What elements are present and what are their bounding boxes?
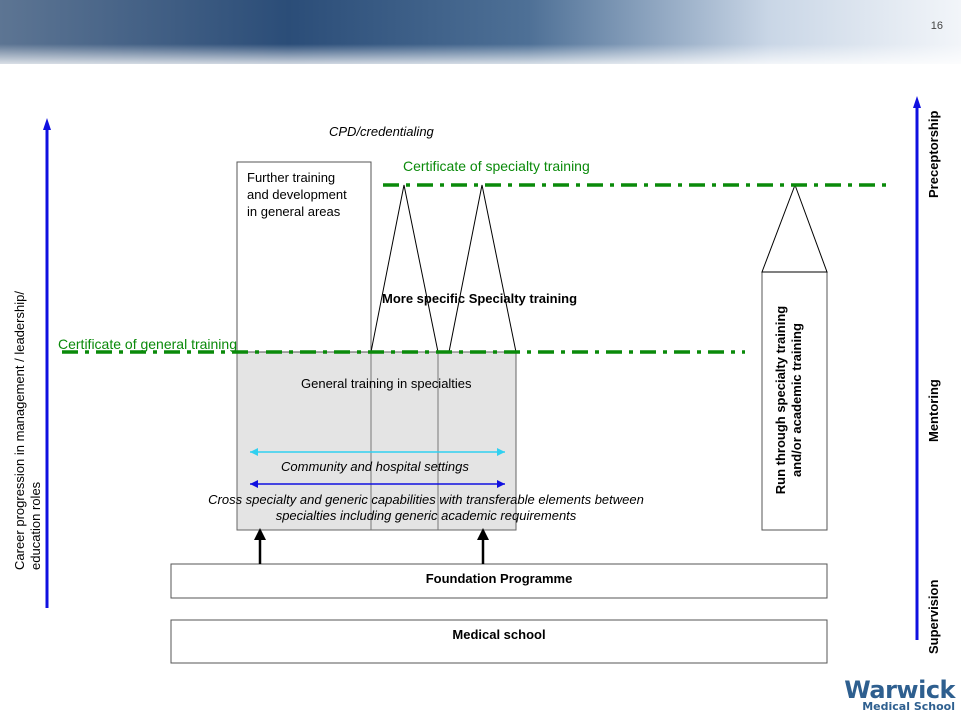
cpd-label: CPD/credentialing bbox=[329, 124, 434, 139]
preceptorship-label: Preceptorship bbox=[926, 110, 941, 198]
community-arrow-head-right bbox=[497, 448, 505, 456]
foundation-up-arrow-2-head bbox=[477, 528, 489, 540]
career-progression-arrow-head bbox=[43, 118, 51, 130]
further-training-box bbox=[236, 161, 372, 353]
cross-specialty-line-1: Cross specialty and generic capabilities… bbox=[208, 492, 644, 507]
specialty-triangle-1 bbox=[370, 184, 439, 353]
further-training-line-2: and development bbox=[247, 187, 347, 202]
foundation-box bbox=[170, 563, 828, 599]
foundation-up-arrow-1-head bbox=[254, 528, 266, 540]
page-number: 16 bbox=[930, 20, 943, 32]
warwick-logo: Warwick bbox=[844, 676, 955, 704]
run-through-line-2: and/or academic training bbox=[789, 323, 804, 477]
career-progression-line-2: education roles bbox=[28, 481, 43, 570]
further-training-line-1: Further training bbox=[247, 170, 336, 185]
certificate-specialty-label: Certificate of specialty training bbox=[403, 158, 590, 174]
run-through-line-1: Run through specialty training bbox=[773, 305, 788, 495]
further-training-line-3: in general areas bbox=[247, 204, 341, 219]
warwick-logo-subtitle: Medical School bbox=[862, 700, 955, 713]
header-fade bbox=[0, 44, 961, 70]
career-progression-line-1: Career progression in management / leade… bbox=[12, 291, 27, 570]
cross-specialty-label: Cross specialty and generic capabilities… bbox=[176, 492, 676, 524]
run-through-label: Run through specialty training and/or ac… bbox=[773, 290, 805, 510]
cross-specialty-arrow-head-left bbox=[250, 480, 258, 488]
medical-school-box bbox=[170, 619, 828, 664]
mentoring-label: Mentoring bbox=[926, 379, 941, 442]
specialty-triangle-2 bbox=[448, 184, 517, 353]
run-through-box bbox=[761, 271, 828, 531]
community-label: Community and hospital settings bbox=[281, 459, 469, 474]
cross-specialty-line-2: specialties including generic academic r… bbox=[275, 508, 577, 523]
run-through-triangle bbox=[761, 183, 828, 273]
further-training-label: Further training and development in gene… bbox=[247, 169, 347, 220]
certificate-general-label: Certificate of general training bbox=[58, 336, 237, 352]
right-axis-arrow-head bbox=[913, 96, 921, 108]
medical-school-label: Medical school bbox=[452, 627, 546, 642]
cross-specialty-arrow-head-right bbox=[497, 480, 505, 488]
foundation-label: Foundation Programme bbox=[425, 571, 573, 586]
career-progression-label: Career progression in management / leade… bbox=[12, 291, 44, 570]
general-training-box bbox=[236, 351, 517, 531]
more-specific-label: More specific Specialty training bbox=[382, 291, 578, 306]
general-training-label: General training in specialties bbox=[301, 376, 472, 391]
supervision-label: Supervision bbox=[926, 579, 941, 654]
community-arrow-head-left bbox=[250, 448, 258, 456]
